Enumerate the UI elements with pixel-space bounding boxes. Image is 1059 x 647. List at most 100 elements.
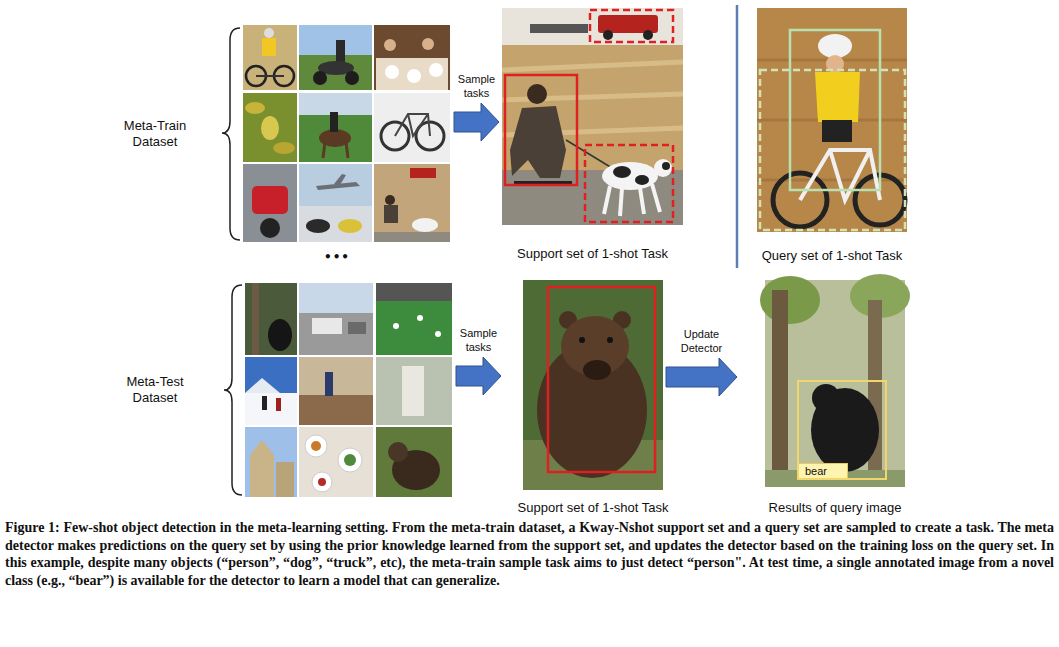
meta-train-photo-grid [299,93,372,115]
support-photo [662,162,670,170]
dataset-brace [224,285,242,495]
meta-test-photo-grid [305,435,327,457]
image-panel: Results of query imagebear [765,280,905,487]
meta-train-photo-grid [330,112,338,132]
meta-train-photo-grid [407,69,421,83]
query-photo [818,34,852,58]
support-photo [635,175,649,185]
panel-caption: Query set of 1-shot Task [762,248,903,264]
panel-caption: Results of query image [769,500,902,516]
query-photo [760,70,905,230]
meta-train-photo-grid [374,93,450,162]
meta-test-photo-grid [312,318,342,334]
meta-test-photo-grid [268,319,292,351]
meta-train-photo-grid [384,205,398,223]
meta-test-photo-grid [245,427,297,497]
divider-line [736,5,739,268]
meta-train-photo-grid [412,218,438,232]
meta-train-photo-grid [299,25,372,55]
meta-test-photo-grid [245,393,297,425]
class-label: bear [799,463,848,478]
panel-caption: Support set of 1-shot Task [518,500,669,516]
meta-train-photo-grid [410,168,436,178]
meta-train-photo-grid [422,38,434,50]
image-panel: Support set of 1-shot Task [502,8,683,225]
support-photo [510,106,566,178]
meta-train-photo-grid [243,164,297,242]
meta-test-photo-grid [299,313,373,355]
detection-box: bear [797,380,887,480]
meta-test-photo-grid [245,378,280,393]
image-panel: Support set of 1-shot Task [523,280,663,490]
meta-train-photo-grid [299,206,372,242]
support-photo [530,24,588,33]
query-photo [790,30,880,190]
meta-train-photo-grid [395,114,430,136]
support-photo [523,280,663,490]
result-photo [760,276,820,324]
support-photo [537,342,647,478]
image-panel: Query set of 1-shot Task [757,8,907,232]
support-photo [505,75,577,185]
query-photo [815,72,860,122]
support-photo [585,145,673,222]
block-arrow [666,358,737,396]
meta-test-photo-grid [417,315,423,321]
meta-test-photo-grid [299,427,373,497]
meta-test-photo-grid [338,448,362,472]
meta-test-photo-grid [312,472,332,492]
block-arrow [456,357,501,395]
result-photo [868,300,882,487]
support-photo [603,30,613,40]
meta-train-photo-grid [261,116,279,140]
meta-train-photo-grid [374,164,450,242]
support-photo [579,337,585,343]
meta-train-photo-grid [429,63,443,77]
panel-caption: Support set of 1-shot Task [517,246,668,262]
meta-train-photo-grid [243,25,297,90]
dataset-brace [222,28,240,240]
meta-train-photo-grid [313,71,327,85]
meta-train-photo-grid [260,218,280,238]
meta-test-photo-grid [344,454,356,466]
meta-test-photo-grid [276,462,294,497]
query-photo [800,150,880,200]
meta-train-photo-grid [345,71,359,85]
meta-test-photo-grid [376,301,452,355]
meta-train-photo-grid [243,25,450,242]
support-photo [607,337,613,343]
dataset-brace [222,28,242,495]
meta-train-photo-grid [385,195,395,205]
support-photo [548,287,655,472]
meta-test-photo-grid [299,283,373,313]
meta-test-photo-grid [245,283,452,497]
meta-test-photo-grid [245,283,297,355]
support-photo [654,159,672,177]
support-photo [583,360,611,380]
meta-train-photo-grid [256,75,284,77]
block-arrow [454,103,499,141]
dataset-label: Meta-Train Dataset [115,118,195,150]
meta-test-photo-grid [393,323,399,329]
meta-train-photo-grid [334,174,346,185]
dataset-panel: Meta-Train Dataset [243,25,450,242]
meta-test-photo-grid [325,372,333,396]
meta-test-photo-grid [376,283,452,301]
meta-test-photo-grid [250,440,274,497]
meta-train-photo-grid [264,28,274,38]
meta-test-photo-grid [388,442,408,462]
ellipsis-mark: ••• [324,250,350,264]
arrow-label: Update Detector [676,327,728,355]
support-photo [502,8,683,45]
support-photo [602,162,658,190]
meta-train-photo-grid [376,58,448,90]
meta-test-photo-grid [262,396,267,410]
support-photo [590,10,673,42]
meta-train-photo-grid [273,142,295,154]
dataset-panel: Meta-Test Dataset [245,283,452,497]
meta-train-photo-grid [336,40,345,62]
dataset-label: Meta-Test Dataset [115,374,195,406]
query-photo [757,8,907,232]
meta-train-photo-grid [346,142,348,158]
